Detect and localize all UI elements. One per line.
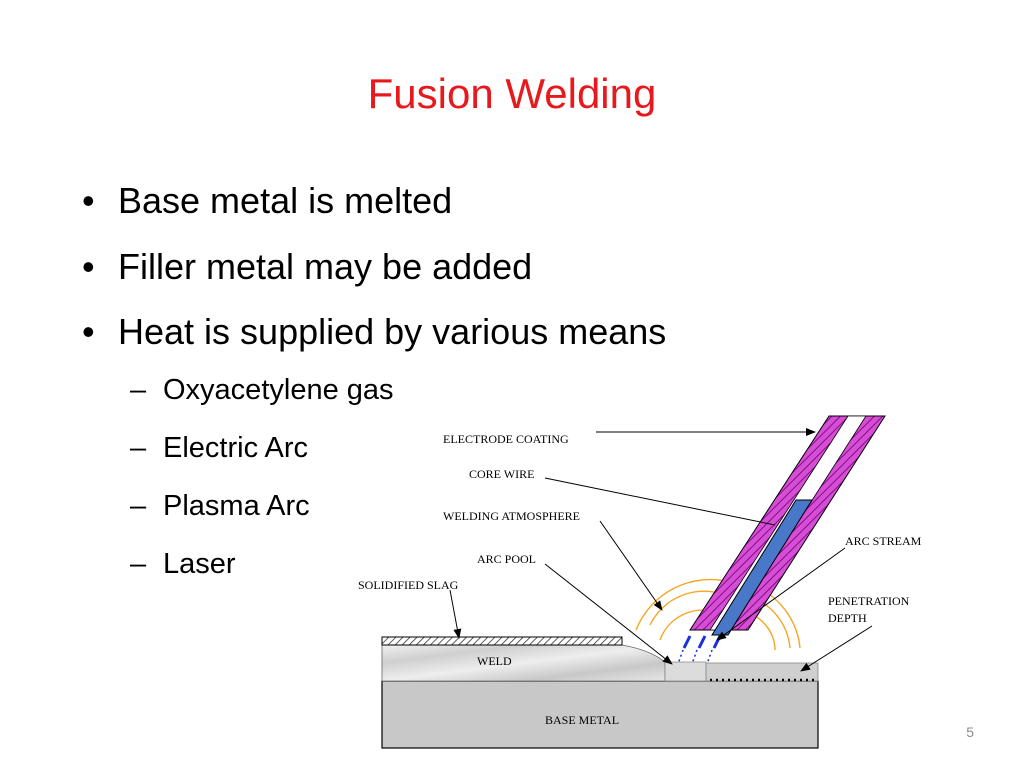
label-base-metal: BASE METAL — [545, 713, 619, 727]
label-solidified-slag: SOLIDIFIED SLAG — [358, 578, 459, 592]
label-arc-pool: ARC POOL — [477, 552, 536, 566]
core-wire-leader — [544, 477, 776, 526]
sub-bullet-text: Oxyacetylene gas — [163, 374, 394, 406]
bullet-text: Base metal is melted — [118, 180, 453, 221]
sub-bullet-text: Electric Arc — [163, 432, 309, 464]
arc-stream-leader — [716, 547, 846, 641]
bullet-text: Filler metal may be added — [118, 246, 533, 287]
arc-pool-leader — [544, 563, 673, 665]
base-metal-top-plate — [705, 662, 819, 682]
label-depth: DEPTH — [828, 611, 867, 625]
sub-bullet-text: Plasma Arc — [163, 490, 310, 522]
sub-bullet-marker: – — [130, 432, 147, 464]
sub-bullet-marker: – — [130, 374, 147, 406]
label-weld: WELD — [477, 654, 512, 668]
bullet-marker: • — [82, 311, 95, 352]
weld-bead — [381, 644, 666, 682]
penetration-depth-leader — [800, 625, 873, 672]
label-electrode-coating: ELECTRODE COATING — [443, 432, 569, 446]
sub-bullet-text: Laser — [163, 548, 236, 580]
label-penetration: PENETRATION — [828, 594, 910, 608]
sub-bullet-marker: – — [130, 548, 147, 580]
arc-pool-region — [664, 661, 707, 682]
bullet-text: Heat is supplied by various means — [118, 311, 667, 352]
bullet-marker: • — [82, 180, 95, 221]
base-metal-block — [381, 680, 819, 749]
solidified-slag-layer — [381, 636, 623, 646]
label-core-wire: CORE WIRE — [469, 467, 534, 481]
arc-stream-lines — [682, 635, 722, 649]
solidified-slag-leader — [449, 589, 462, 639]
slide-title: Fusion Welding — [367, 70, 657, 117]
bullet-marker: • — [82, 246, 95, 287]
label-arc-stream: ARC STREAM — [845, 534, 922, 548]
welding-atmosphere-leader — [599, 520, 663, 611]
core-wire — [711, 499, 813, 636]
page-number: 5 — [966, 724, 974, 740]
label-welding-atmosphere: WELDING ATMOSPHERE — [443, 509, 580, 523]
sub-bullet-marker: – — [130, 490, 147, 522]
